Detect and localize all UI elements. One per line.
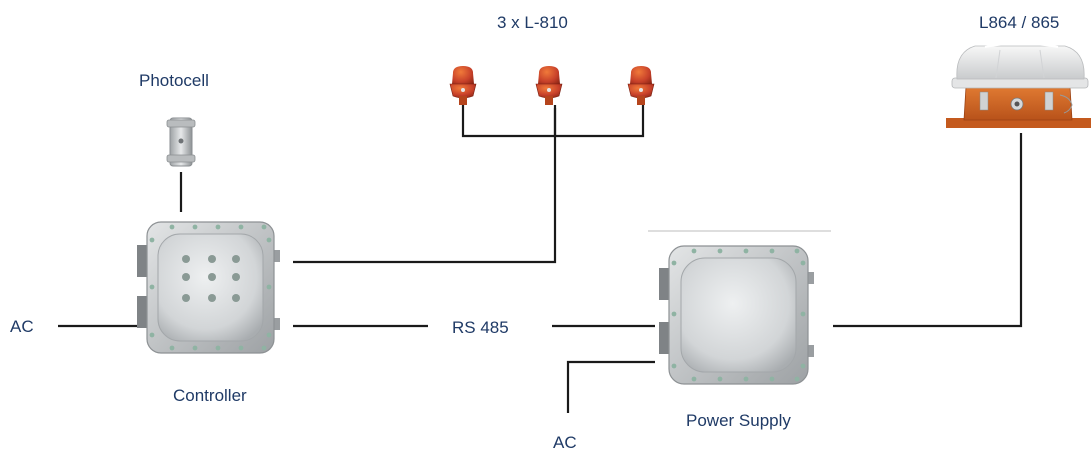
ac-label-bottom: AC: [553, 433, 577, 452]
l864-label: L864 / 865: [979, 13, 1060, 32]
l810-beacon-icon-3: [627, 66, 655, 105]
wire-power-supply-l864: [833, 133, 1023, 328]
rs485-label: RS 485: [452, 318, 509, 337]
l864-beacon-icon: [946, 42, 1091, 128]
photocell-label: Photocell: [139, 71, 209, 90]
power-supply-enclosure-icon: [659, 245, 814, 385]
controller-label: Controller: [173, 386, 247, 405]
wire-controller-l810: [293, 108, 557, 264]
l810-beacon-icon-1: [449, 66, 477, 105]
l810-label: 3 x L-810: [497, 13, 568, 32]
ac-label-left: AC: [10, 317, 34, 336]
photocell-icon: [166, 117, 196, 167]
wire-l810-bus: [461, 105, 645, 138]
l810-beacon-icon-2: [535, 66, 563, 105]
power-supply-label: Power Supply: [686, 411, 791, 430]
wire-ac-power-supply: [566, 360, 655, 413]
wires: [58, 105, 1023, 413]
controller-enclosure-icon: [137, 221, 280, 354]
